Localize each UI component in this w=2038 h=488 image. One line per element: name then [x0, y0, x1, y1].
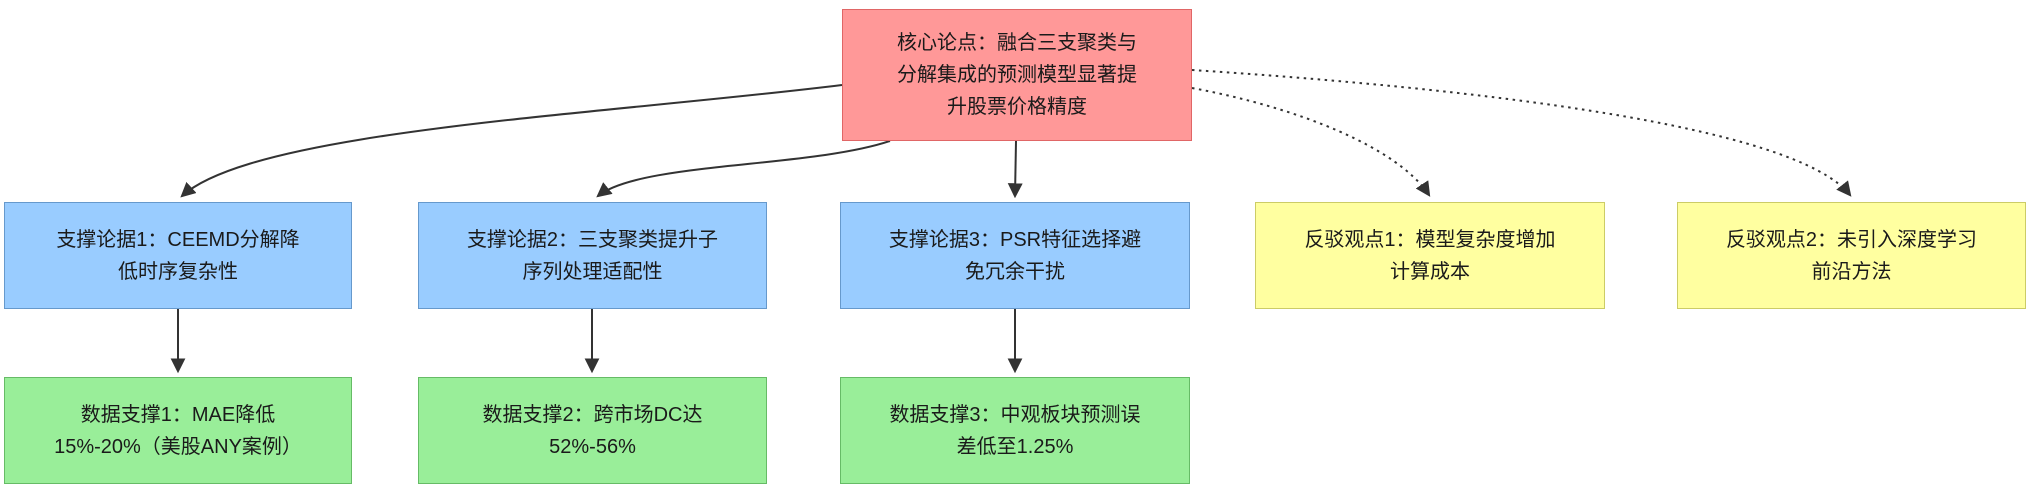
edge-core-to-rebuttal1 [1191, 87, 1431, 197]
node-support-1: 支撑论据1：CEEMD分解降低时序复杂性 [4, 202, 352, 309]
support-1-label: 支撑论据1：CEEMD分解降低时序复杂性 [56, 228, 300, 283]
edge-core-to-support2 [596, 140, 891, 198]
node-core-thesis: 核心论点：融合三支聚类与分解集成的预测模型显著提升股票价格精度 [842, 9, 1192, 141]
node-evidence-3: 数据支撑3：中观板块预测误差低至1.25% [840, 377, 1190, 484]
node-evidence-1: 数据支撑1：MAE降低15%-20%（美股ANY案例） [4, 377, 352, 484]
evidence-3-label: 数据支撑3：中观板块预测误差低至1.25% [889, 403, 1141, 458]
edge-core-to-rebuttal2 [1191, 69, 1852, 197]
rebuttal-1-label: 反驳观点1：模型复杂度增加计算成本 [1304, 228, 1556, 283]
support-3-label: 支撑论据3：PSR特征选择避免冗余干扰 [888, 228, 1142, 283]
node-evidence-2: 数据支撑2：跨市场DC达52%-56% [418, 377, 767, 484]
node-support-3: 支撑论据3：PSR特征选择避免冗余干扰 [840, 202, 1190, 309]
node-rebuttal-1: 反驳观点1：模型复杂度增加计算成本 [1255, 202, 1605, 309]
evidence-1-label: 数据支撑1：MAE降低15%-20%（美股ANY案例） [54, 403, 302, 458]
node-rebuttal-2: 反驳观点2：未引入深度学习前沿方法 [1677, 202, 2026, 309]
support-2-label: 支撑论据2：三支聚类提升子序列处理适配性 [466, 228, 719, 283]
node-support-2: 支撑论据2：三支聚类提升子序列处理适配性 [418, 202, 767, 309]
evidence-2-label: 数据支撑2：跨市场DC达52%-56% [482, 403, 703, 458]
rebuttal-2-label: 反驳观点2：未引入深度学习前沿方法 [1725, 228, 1978, 283]
core-thesis-label: 核心论点：融合三支聚类与分解集成的预测模型显著提升股票价格精度 [897, 32, 1137, 118]
edge-core-to-support1 [180, 84, 843, 198]
edge-core-to-support3 [1007, 140, 1023, 199]
